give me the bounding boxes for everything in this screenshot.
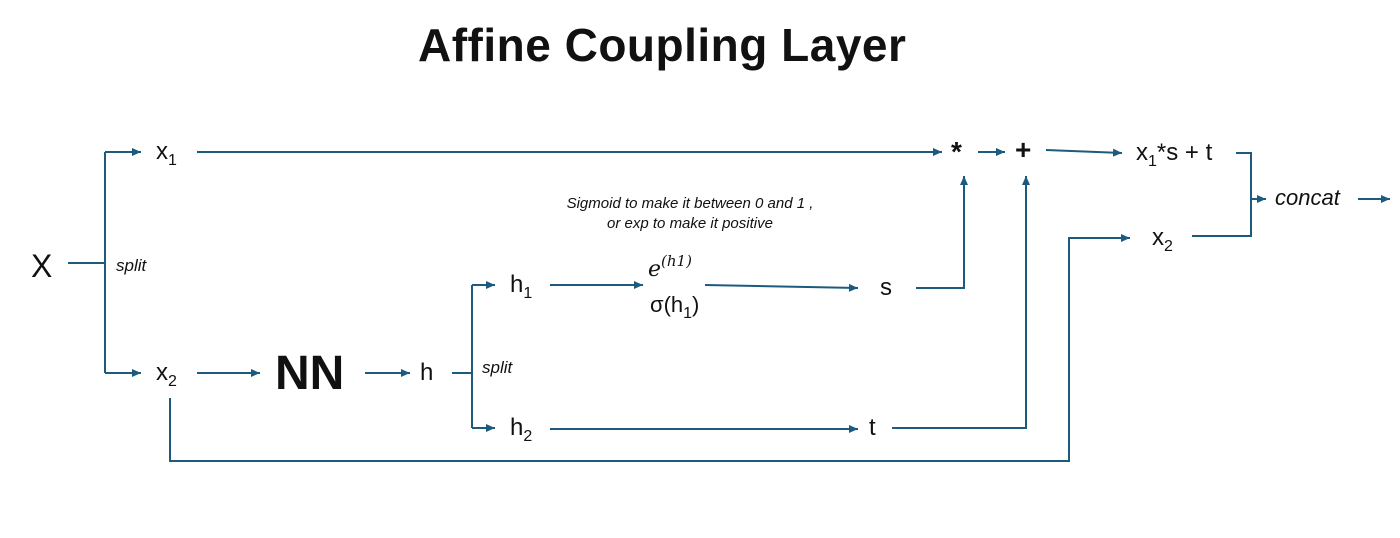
result-expression: x1*s + t <box>1136 139 1213 170</box>
x2-bypass-arrow <box>169 234 1130 462</box>
concat-label: concat <box>1275 185 1340 210</box>
split-label-h: split <box>482 358 513 377</box>
input-x-label: X <box>31 248 53 284</box>
nn-label: NN <box>275 347 345 400</box>
h1-node: h1 <box>510 271 533 302</box>
result-to-concat-wire <box>1192 152 1252 237</box>
s-to-multiply-arrow <box>916 176 968 289</box>
x2-right-node: x2 <box>1152 224 1173 255</box>
activation-to-s-arrow <box>704 283 859 292</box>
add-operator: + <box>1015 134 1032 165</box>
t-to-add-arrow <box>892 176 1030 429</box>
activation-note: Sigmoid to make it between 0 and 1 , or … <box>540 194 840 234</box>
x2-node: x2 <box>156 359 177 390</box>
h2-node: h2 <box>510 414 533 445</box>
x1-node: x1 <box>156 138 177 169</box>
s-node: s <box>880 274 892 301</box>
t-node: t <box>869 414 876 441</box>
multiply-operator: * <box>951 136 962 167</box>
activation-note-line-1: Sigmoid to make it between 0 and 1 , <box>566 195 814 212</box>
add-to-result-arrow <box>1045 148 1123 157</box>
diagram-title: Affine Coupling Layer <box>418 19 907 71</box>
activation-note-line-2: or exp to make it positive <box>607 215 773 232</box>
exp-expression: e(h1) <box>648 252 692 282</box>
h-node: h <box>420 359 434 386</box>
split-label-top: split <box>116 256 147 275</box>
sigmoid-expression: σ(h1) <box>650 292 700 322</box>
